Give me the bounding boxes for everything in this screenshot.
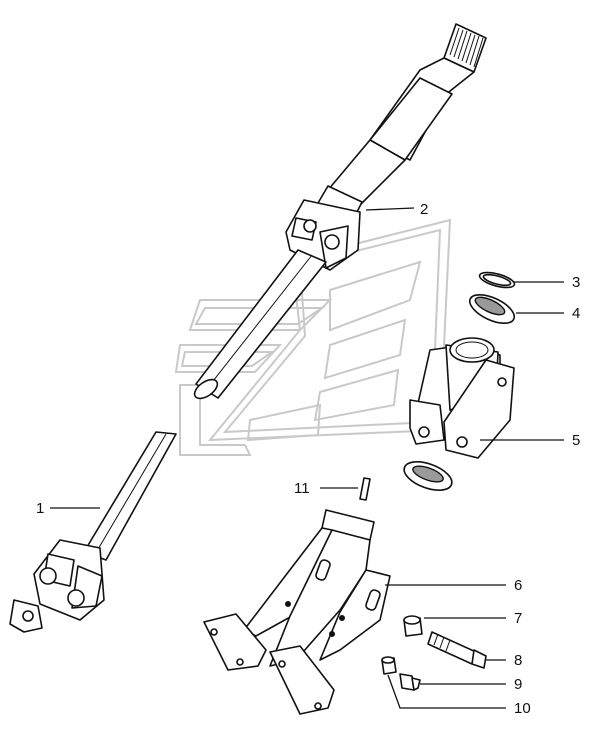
leader-lines	[50, 207, 564, 709]
callout-8: 8	[514, 652, 522, 669]
snap-ring	[478, 271, 516, 289]
callout-9: 9	[514, 676, 522, 693]
bearing-bracket	[409, 337, 515, 459]
lower-bearing	[403, 461, 453, 491]
small-spacer	[381, 656, 397, 675]
callout-10: 10	[514, 700, 531, 717]
roll-pin	[359, 477, 371, 501]
upper-bearing	[468, 293, 516, 325]
lower-steering-shaft	[9, 431, 177, 633]
callout-labels: 1 2 3 4 5 6 7 8 9 10 11	[36, 201, 580, 717]
callout-1: 1	[36, 500, 44, 517]
callout-6: 6	[514, 577, 522, 594]
callout-4: 4	[572, 305, 580, 322]
long-bolt	[427, 631, 487, 669]
mounting-bracket	[203, 509, 391, 715]
callout-11: 11	[294, 480, 310, 497]
callout-7: 7	[514, 610, 522, 627]
spacer-bushing	[403, 615, 423, 637]
callout-3: 3	[572, 274, 580, 291]
callout-5: 5	[572, 432, 580, 449]
upper-steering-shaft	[193, 23, 487, 400]
callout-2: 2	[420, 201, 428, 218]
short-bolt	[399, 673, 421, 691]
